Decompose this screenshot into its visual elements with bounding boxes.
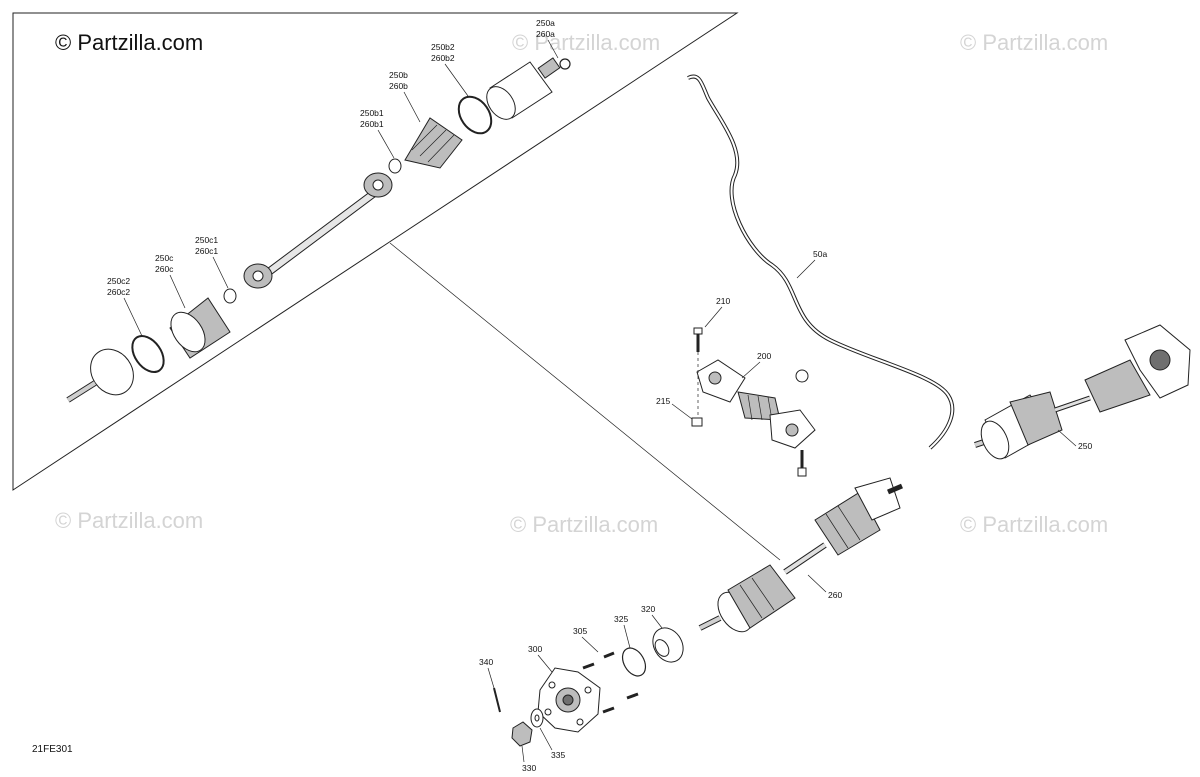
svg-text:250b2: 250b2 (431, 42, 455, 52)
bolt-210 (693, 327, 703, 420)
callout-200: 200 (741, 351, 771, 379)
watermark-top-center: © Partzilla.com (512, 30, 660, 55)
callout-210: 210 (704, 296, 730, 328)
watermark-mid-right: © Partzilla.com (960, 512, 1108, 537)
callout-215: 215 (656, 396, 693, 420)
svg-text:210: 210 (716, 296, 730, 306)
callout-320: 320 (641, 604, 663, 629)
callout-335: 335 (539, 727, 565, 760)
svg-text:260b2: 260b2 (431, 53, 455, 63)
svg-text:250: 250 (1078, 441, 1092, 451)
watermark-top-right: © Partzilla.com (960, 30, 1108, 55)
svg-text:340: 340 (479, 657, 493, 667)
svg-text:260c1: 260c1 (195, 246, 218, 256)
svg-text:250a: 250a (536, 18, 555, 28)
inset-clamp-outer (223, 288, 237, 304)
callout-50a: 50a (796, 249, 827, 279)
svg-text:250b1: 250b1 (360, 108, 384, 118)
inset-frame (12, 12, 739, 491)
callout-325: 325 (614, 614, 631, 649)
wheel-hub-300 (537, 667, 601, 733)
inset-inner-housing (486, 57, 561, 120)
svg-text:305: 305 (573, 626, 587, 636)
callout-300: 300 (528, 644, 553, 673)
screws-305 (582, 651, 639, 714)
callout-250c2: 250c2 260c2 (107, 276, 143, 337)
inset-leader-line (389, 242, 781, 561)
castle-nut-330 (511, 721, 533, 747)
inset-inner-boot (404, 117, 463, 169)
svg-text:260: 260 (828, 590, 842, 600)
washer-335 (530, 708, 544, 728)
nut-200 (795, 369, 809, 383)
svg-text:325: 325 (614, 614, 628, 624)
callout-250a: 250a 260a (536, 18, 559, 59)
inset-clamp-inner (388, 158, 402, 174)
svg-text:300: 300 (528, 644, 542, 654)
cotter-pin-340 (493, 687, 501, 713)
inset-snap-ring (559, 58, 571, 70)
inset-outer-boot (169, 297, 231, 359)
svg-text:335: 335 (551, 750, 565, 760)
callout-250c1: 250c1 260c1 (195, 235, 229, 289)
bolt-lower-200 (797, 450, 807, 477)
watermark-mid-left: © Partzilla.com (55, 508, 203, 533)
callout-250b1: 250b1 260b1 (360, 108, 395, 159)
diagram-code: 21FE301 (32, 744, 73, 755)
watermark-mid-center: © Partzilla.com (510, 512, 658, 537)
callout-250b2: 250b2 260b2 (431, 42, 469, 97)
callout-340: 340 (479, 657, 495, 689)
callout-250: 250 (1057, 429, 1092, 451)
propeller-shaft-200 (696, 359, 816, 449)
drive-shaft-260 (698, 477, 903, 633)
inset-outer-ring (131, 334, 165, 374)
inset-exploded-shaft (66, 57, 571, 403)
drive-shaft-250 (974, 324, 1191, 460)
svg-text:215: 215 (656, 396, 670, 406)
svg-text:260c: 260c (155, 264, 174, 274)
svg-text:260c2: 260c2 (107, 287, 130, 297)
svg-text:320: 320 (641, 604, 655, 614)
svg-text:250c1: 250c1 (195, 235, 218, 245)
callout-305: 305 (573, 626, 599, 653)
vent-hose-50a (687, 74, 955, 450)
svg-text:250c2: 250c2 (107, 276, 130, 286)
callout-330: 330 (521, 745, 536, 773)
svg-text:200: 200 (757, 351, 771, 361)
svg-text:260b1: 260b1 (360, 119, 384, 129)
inset-outer-cv-joint (66, 348, 134, 403)
retaining-ring-325 (621, 647, 647, 677)
svg-text:250c: 250c (155, 253, 174, 263)
svg-text:260a: 260a (536, 29, 555, 39)
svg-text:50a: 50a (813, 249, 827, 259)
nut-215 (691, 417, 703, 427)
callout-250c: 250c 260c (155, 253, 186, 309)
svg-text:260b: 260b (389, 81, 408, 91)
callout-260: 260 (807, 574, 842, 600)
callout-250b: 250b 260b (389, 70, 421, 123)
svg-text:250b: 250b (389, 70, 408, 80)
copyright-text: © Partzilla.com (55, 30, 203, 55)
bearing-320 (652, 627, 684, 663)
inset-inner-ring (457, 95, 493, 135)
svg-text:330: 330 (522, 763, 536, 773)
